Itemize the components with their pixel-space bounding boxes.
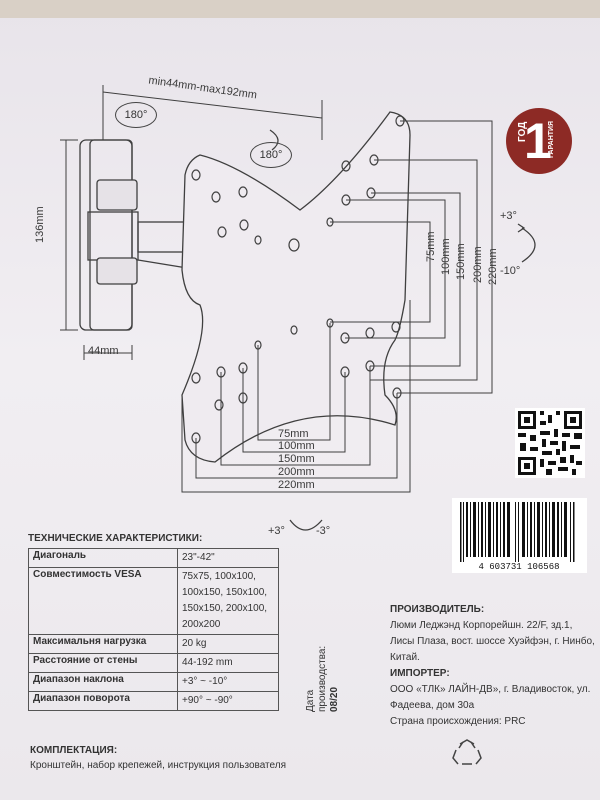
vesa-h-150: 150mm	[278, 453, 315, 465]
vesa-v-220: 220mm	[487, 248, 499, 285]
barcode-icon: 4 603731 106568	[452, 498, 587, 573]
manufacturer-text: Люми Леджэнд Корпорейшн. 22/F, зд.1, Лис…	[390, 620, 595, 663]
box-top-flap	[0, 0, 600, 18]
table-row: Максимальня нагрузка 20 kg	[28, 634, 279, 654]
production-date-label: Дата производства:	[305, 645, 328, 712]
kit-heading: КОМПЛЕКТАЦИЯ:	[30, 745, 118, 756]
spec-value: 75x75, 100x100, 100x150, 150x100, 150x15…	[177, 567, 279, 635]
vesa-h-220: 220mm	[278, 479, 315, 491]
mount-diagram	[60, 85, 536, 531]
tilt-up-label: +3°	[500, 210, 517, 222]
production-date-value: 08/20	[329, 686, 340, 712]
specs-title: ТЕХНИЧЕСКИЕ ХАРАКТЕРИСТИКИ:	[28, 533, 203, 544]
importer-heading: ИМПОРТЕР:	[390, 668, 450, 679]
origin-text: Страна происхождения: PRC	[390, 716, 526, 727]
vesa-v-75: 75mm	[425, 231, 437, 262]
table-row: Диапазон наклона +3° ~ -10°	[28, 672, 279, 692]
spec-value: 20 kg	[177, 634, 279, 654]
vesa-v-100: 100mm	[440, 238, 452, 275]
spec-key: Расстояние от стены	[28, 653, 178, 673]
warranty-badge: 1 ГОД ГАРАНТИЯ	[506, 108, 572, 174]
warranty-number: 1	[524, 113, 552, 169]
warranty-year-word: ГОД	[517, 121, 528, 142]
dim-depth: 44mm	[88, 345, 119, 357]
qr-code-icon	[515, 408, 585, 478]
spec-value: 44-192 mm	[177, 653, 279, 673]
dim-height: 136mm	[34, 206, 46, 243]
barcode-number: 4 603731 106568	[478, 562, 559, 572]
spec-key: Максимальня нагрузка	[28, 634, 178, 654]
manufacturer-block: ПРОИЗВОДИТЕЛЬ: Люми Леджэнд Корпорейшн. …	[390, 602, 595, 730]
vesa-h-200: 200mm	[278, 466, 315, 478]
vesa-v-200: 200mm	[472, 246, 484, 283]
vesa-h-75: 75mm	[278, 428, 309, 440]
spec-value: +90° ~ -90°	[177, 691, 279, 711]
tilt-down-label: -10°	[500, 265, 521, 277]
table-row: Диапазон поворота +90° ~ -90°	[28, 691, 279, 711]
spec-key: Совместимость VESA	[28, 567, 178, 635]
table-row: Совместимость VESA 75x75, 100x100, 100x1…	[28, 567, 279, 635]
table-row: Расстояние от стены 44-192 mm	[28, 653, 279, 673]
swivel-left-label: +3°	[268, 525, 285, 537]
spec-key: Диапазон наклона	[28, 672, 178, 692]
vesa-v-150: 150mm	[455, 243, 467, 280]
spec-key: Диагональ	[28, 548, 178, 568]
rotation-left-label: 180°	[115, 102, 157, 128]
rotation-right-label: 180°	[250, 142, 292, 168]
spec-value: 23"-42"	[177, 548, 279, 568]
kit-text: Кронштейн, набор крепежей, инструкция по…	[30, 760, 287, 771]
recycle-icon	[452, 739, 482, 765]
importer-text: ООО «ТЛК» ЛАЙН-ДВ», г. Владивосток, ул. …	[390, 684, 591, 711]
vesa-h-100: 100mm	[278, 440, 315, 452]
warranty-label: ГАРАНТИЯ	[548, 120, 555, 158]
swivel-right-label: -3°	[316, 525, 331, 537]
production-date: Дата производства: 08/20	[305, 632, 340, 712]
spec-key: Диапазон поворота	[28, 691, 178, 711]
spec-value: +3° ~ -10°	[177, 672, 279, 692]
table-row: Диагональ 23"-42"	[28, 548, 279, 568]
specs-table: Диагональ 23"-42" Совместимость VESA 75x…	[28, 548, 279, 711]
manufacturer-heading: ПРОИЗВОДИТЕЛЬ:	[390, 604, 485, 615]
